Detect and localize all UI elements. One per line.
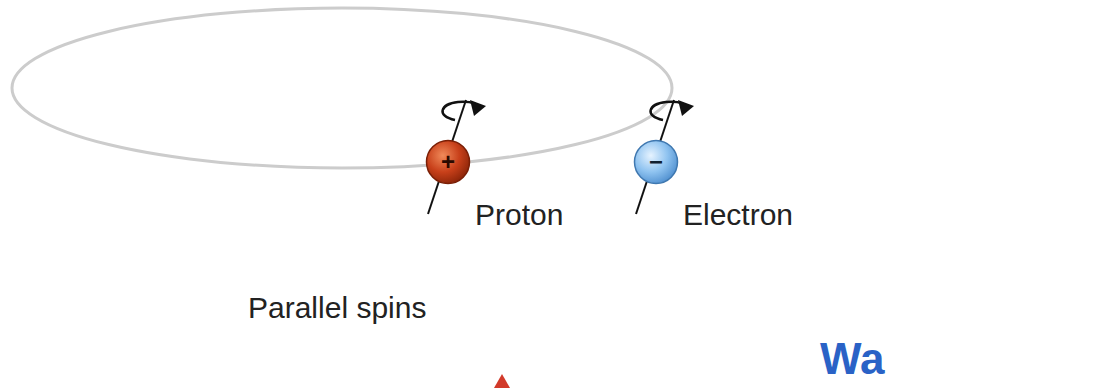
particle-label: Electron xyxy=(683,197,793,233)
proton-particle: +Proton xyxy=(425,139,471,185)
cut-heading: Wa xyxy=(820,333,884,386)
electron-particle: −Electron xyxy=(633,139,679,185)
spin-arrowhead xyxy=(678,100,694,116)
caption-label: Parallel spins xyxy=(248,290,426,326)
particle-label: Proton xyxy=(475,197,563,233)
orbit-ellipse xyxy=(12,8,672,168)
spin-arrowhead xyxy=(470,100,486,116)
charge-sign: + xyxy=(425,139,471,185)
arrow-tip xyxy=(494,374,510,388)
charge-sign: − xyxy=(633,139,679,185)
